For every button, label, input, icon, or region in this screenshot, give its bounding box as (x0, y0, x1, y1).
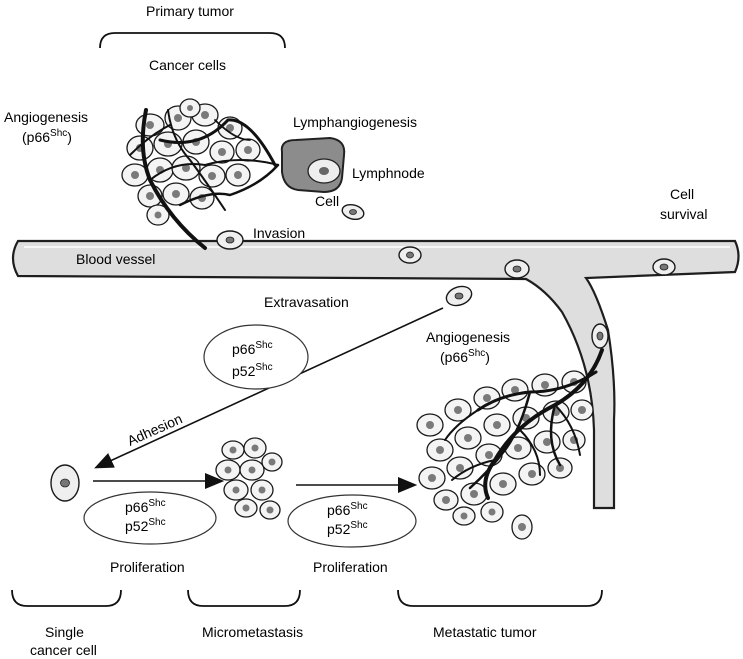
svg-text:p66Shc: p66Shc (327, 501, 368, 518)
micrometastasis-bracket (187, 589, 301, 607)
micrometastasis-cluster (215, 437, 283, 520)
primary-tumor-cluster (121, 98, 280, 250)
branch-cell (591, 323, 609, 349)
extravasation-label: Extravasation (264, 294, 349, 310)
blood-vessel-label: Blood vessel (76, 251, 155, 267)
metastatic-tumor-bracket (397, 589, 603, 607)
svg-text:p66Shc: p66Shc (232, 340, 273, 357)
circulating-cell-1 (398, 246, 422, 264)
extravasating-cell (445, 285, 473, 307)
circulating-cell-2 (504, 259, 530, 279)
protein-ellipse-1: p66Shc p52Shc (203, 324, 309, 390)
protein-ellipse-2: p66Shc p52Shc (83, 491, 217, 545)
lymphnode (280, 136, 346, 194)
svg-text:p66Shc: p66Shc (125, 498, 166, 515)
lymphnode-label: Lymphnode (352, 165, 425, 181)
single-cell-bracket (11, 589, 122, 607)
cell-survival-label-1: Cell (670, 186, 694, 202)
angiogenesis-label-2: Angiogenesis (426, 329, 510, 345)
cell-label: Cell (315, 193, 339, 209)
proliferation-label-2: Proliferation (313, 559, 388, 575)
invading-cell (216, 230, 244, 250)
svg-text:p52Shc: p52Shc (232, 362, 273, 379)
invasion-label: Invasion (253, 225, 305, 241)
metastatic-tumor-label: Metastatic tumor (433, 624, 537, 640)
cancer-cells-label: Cancer cells (149, 57, 226, 73)
blood-vessel (11, 239, 740, 510)
single-cancer-cell-label-1: Single (45, 624, 84, 640)
proliferation-label-1: Proliferation (110, 559, 185, 575)
micrometastasis-label: Micrometastasis (202, 624, 303, 640)
angiogenesis-p66-label-1: (p66Shc) (22, 128, 72, 145)
svg-text:p52Shc: p52Shc (327, 520, 368, 537)
single-cancer-cell (50, 464, 80, 502)
cell-survival-label-2: survival (660, 206, 707, 222)
angiogenesis-label-1: Angiogenesis (4, 109, 88, 125)
lymphangiogenesis-label: Lymphangiogenesis (293, 114, 417, 130)
free-cell (341, 203, 365, 221)
svg-text:p52Shc: p52Shc (125, 517, 166, 534)
protein-ellipse-3: p66Shc p52Shc (287, 494, 417, 548)
metastatic-tumor-cluster (416, 348, 604, 540)
adhesion-label: Adhesion (125, 410, 185, 448)
angiogenesis-p66-label-2: (p66Shc) (440, 348, 490, 365)
single-cancer-cell-label-2: cancer cell (30, 642, 97, 658)
primary-tumor-label: Primary tumor (146, 3, 234, 19)
circulating-cell-3 (652, 258, 676, 276)
primary-tumor-bracket (99, 32, 286, 49)
